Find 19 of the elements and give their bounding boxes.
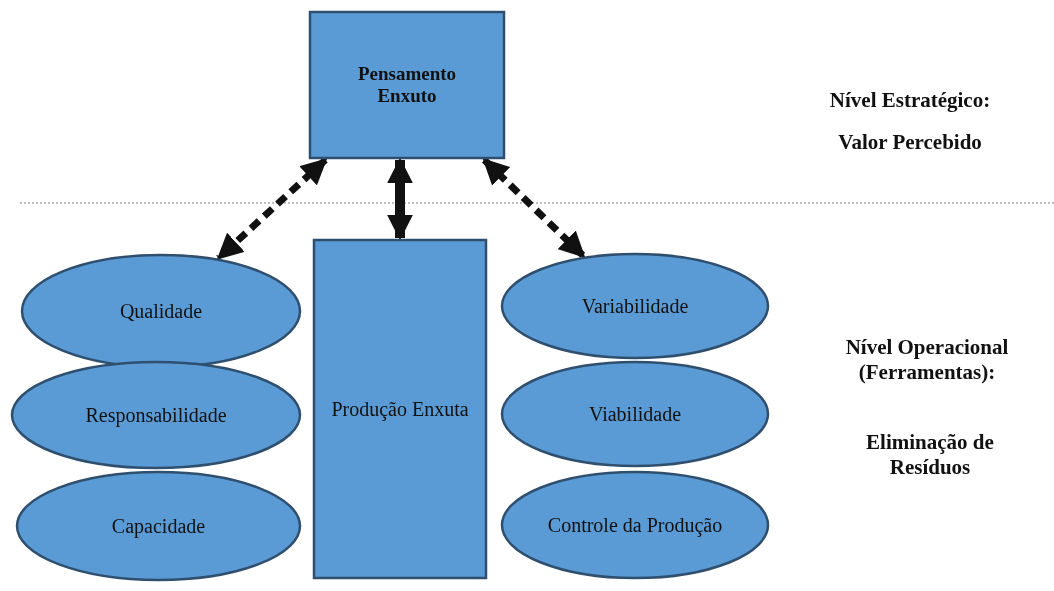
node-text: Responsabilidade xyxy=(84,403,228,427)
process-box xyxy=(308,10,506,160)
node-text: Pensamento Enxuto xyxy=(356,63,458,107)
node-text: Controle da Produção xyxy=(546,513,724,537)
level-label: Nível Estratégico: xyxy=(828,88,992,113)
node-text: Capacidade xyxy=(110,514,207,538)
node-text: Produção Enxuta xyxy=(330,397,470,421)
node-text: Variabilidade xyxy=(580,294,690,318)
node-text: Viabilidade xyxy=(587,402,683,426)
ellipse-node xyxy=(500,360,770,468)
node-text: Qualidade xyxy=(118,299,204,323)
ellipse-node xyxy=(500,252,770,360)
ellipse-node xyxy=(10,360,302,470)
ellipse-node xyxy=(15,470,302,582)
process-box xyxy=(312,238,488,580)
level-label: Eliminação de Resíduos xyxy=(865,430,995,480)
level-label: Nível Operacional (Ferramentas): xyxy=(844,335,1010,385)
level-label: Valor Percebido xyxy=(837,130,983,155)
ellipse-node xyxy=(500,470,770,580)
